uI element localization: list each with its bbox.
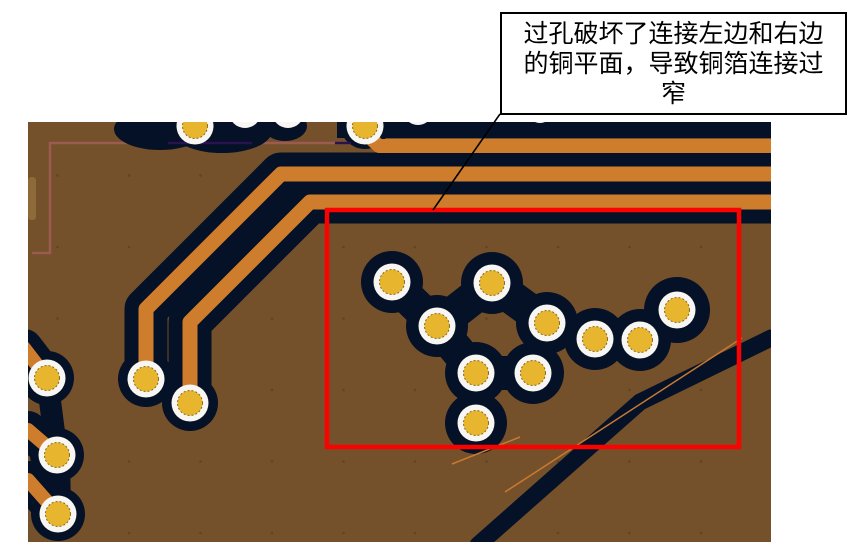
grid-dot <box>485 317 488 320</box>
clearance-band <box>337 122 771 138</box>
grid-dot <box>270 388 274 392</box>
clearance-region <box>470 329 771 542</box>
via-pad <box>463 360 489 386</box>
via-pad <box>664 297 690 323</box>
grid-dot <box>342 317 345 320</box>
grid-dot <box>556 460 560 463</box>
callout-leader-line <box>432 113 501 211</box>
via-annular-ring-partial <box>275 122 301 128</box>
via-pad <box>582 326 608 352</box>
grid-dot <box>413 245 417 249</box>
grid-dot <box>413 460 417 463</box>
grid-dot <box>556 245 560 249</box>
grid-dot <box>56 317 59 320</box>
copper-trace <box>138 166 771 387</box>
grid-dot <box>127 460 131 463</box>
copper-trace <box>182 194 771 411</box>
highlight-rectangle <box>324 207 742 450</box>
grid-dot <box>628 460 631 463</box>
grid-dot <box>199 531 202 535</box>
via-pad <box>352 122 378 139</box>
grid-dot <box>342 388 345 392</box>
grid-dot <box>485 245 488 249</box>
grid-dot <box>342 245 345 249</box>
grid-dot <box>699 531 703 535</box>
via-pad <box>45 501 71 527</box>
hairline-trace <box>451 436 521 465</box>
grid-dot <box>413 388 417 392</box>
via-annular-ring-partial <box>535 122 545 123</box>
via-pad <box>379 269 405 295</box>
grid-dot <box>56 174 59 177</box>
via-pad <box>479 270 505 296</box>
grid-dot <box>199 460 202 463</box>
grid-dot <box>270 531 274 535</box>
grid-dot <box>699 245 703 249</box>
callout-text-line: 的铜平面，导致铜箔连接过 <box>523 50 824 78</box>
grid-dot <box>699 388 703 392</box>
grid-dot <box>342 460 345 463</box>
grid-dot <box>199 174 202 177</box>
pcb-board-region <box>28 122 771 542</box>
grid-dot <box>342 531 345 535</box>
grid-dot <box>699 460 703 463</box>
grid-dot <box>127 174 131 177</box>
grid-dot <box>127 531 131 535</box>
via-pad <box>534 310 560 336</box>
grid-dot <box>413 531 417 535</box>
via-pad <box>627 327 653 353</box>
via-pad <box>44 442 70 468</box>
grid-dot <box>270 317 274 320</box>
grid-dot <box>628 245 631 249</box>
grid-dot <box>628 388 631 392</box>
via-pad <box>133 366 159 392</box>
clearance-blob <box>263 122 307 141</box>
callout-box: 过孔破坏了连接左边和右边 的铜平面，导致铜箔连接过 窄 <box>500 12 847 115</box>
via-annular-ring-partial <box>232 122 258 128</box>
grid-dot <box>270 460 274 463</box>
grid-dot <box>556 531 560 535</box>
hairline-trace <box>504 337 743 493</box>
via-pad <box>520 360 546 386</box>
grid-dot <box>628 531 631 535</box>
callout-text-line: 过孔破坏了连接左边和右边 <box>523 20 824 48</box>
grid-dot <box>127 245 131 249</box>
grid-dot <box>56 245 59 249</box>
via-pad <box>177 390 203 416</box>
edge-tab <box>28 177 36 220</box>
callout-text-line: 窄 <box>660 80 686 108</box>
via-annular-ring-partial <box>409 122 427 125</box>
via-pad <box>182 122 208 139</box>
via-pad <box>34 365 60 391</box>
via-pad <box>463 410 489 436</box>
via-pad <box>424 313 450 339</box>
grid-dot <box>485 460 488 463</box>
